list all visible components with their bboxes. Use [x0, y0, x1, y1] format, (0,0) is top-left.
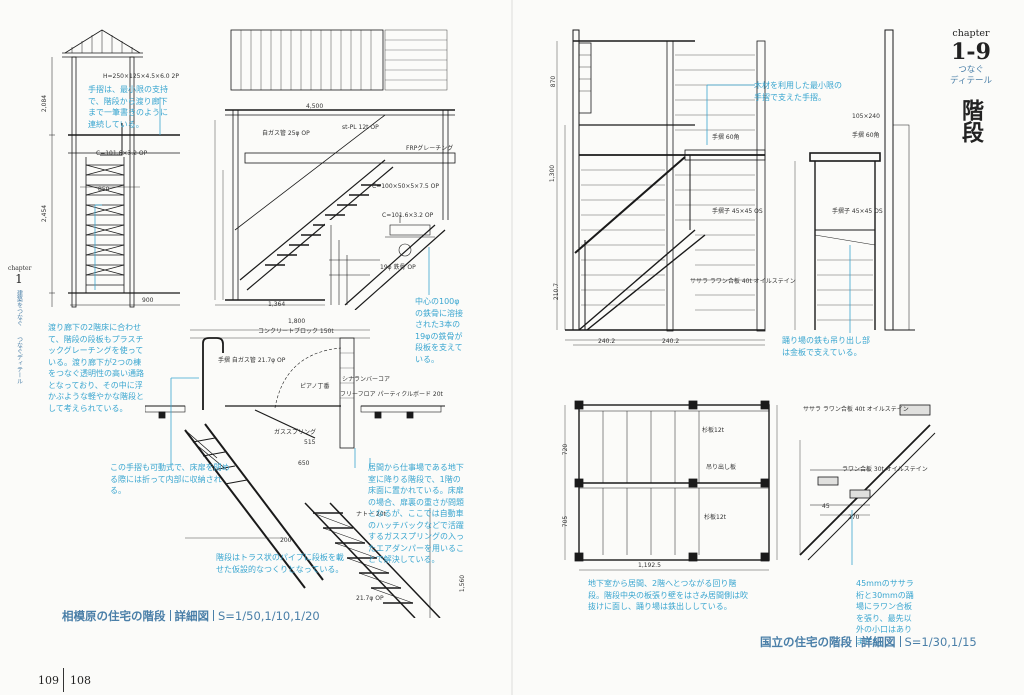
- dim-label: 杉板12t: [704, 514, 726, 521]
- chapter-heading: chapter 1-9 つなぐ ディテール 階段: [944, 28, 998, 143]
- left-caption-title: 相模原の住宅の階段: [62, 609, 166, 623]
- kunitachi-stair-elevation: [556, 29, 915, 346]
- tread-detail: [799, 404, 936, 565]
- dim-label: st-PL 12t OP: [342, 124, 379, 131]
- annotation-wood-rail: 木材を利用した最小限の手摺で支えた手摺。: [754, 81, 842, 102]
- chapter-subtitle-2: ディテール: [950, 76, 992, 86]
- dim-label: 杉板12t: [702, 427, 724, 434]
- dim-label: 19φ 鉄骨 OP: [380, 264, 416, 271]
- annotation-handrail: 手摺は、最小限の支持で、階段から渡り廊下まで一筆書きのように連続している。: [88, 85, 168, 129]
- sagamihara-stair-section: [49, 29, 180, 308]
- dim-label: 1,192.5: [638, 562, 661, 569]
- dim-label: 45: [822, 503, 830, 510]
- side-tab-line1: 建築をつなぐ: [15, 290, 23, 326]
- left-caption-scale: S=1/50,1/10,1/20: [218, 609, 320, 623]
- dim-label: 270: [848, 514, 860, 521]
- page-number-left: 108: [70, 674, 91, 687]
- dim-label: 720: [562, 443, 570, 456]
- dim-label: ササラ ラワン合板 40t オイルステイン: [690, 278, 796, 285]
- dim-label: 4,500: [306, 103, 324, 110]
- dim-label: ナトー 20t: [356, 511, 386, 518]
- hatch-stair-section: [145, 329, 445, 618]
- annotation-hanging: 踊り場の鉄も吊り出し部は金板で支えている。: [782, 336, 870, 357]
- annotation-riser: 45mmのササラ桁と30mmの踊場にラワン合板を張り、最先以外の小口はありません…: [856, 579, 914, 646]
- dim-label: ラワン合板 30t オイルステイン: [842, 466, 928, 473]
- dim-label: 850: [98, 186, 110, 193]
- annotation-truss: 階段はトラス状のパイプに段板を載せた仮設的なつくりとなっている。: [216, 553, 344, 574]
- right-caption-scale: S=1/30,1/15: [904, 635, 977, 649]
- chapter-title: 階段: [958, 99, 984, 143]
- right-caption-title: 国立の住宅の階段: [760, 635, 852, 649]
- dim-label: C=101.6×3.2 OP: [96, 150, 148, 157]
- right-caption-sub: 詳細図: [861, 635, 896, 649]
- dim-label: 650: [298, 460, 310, 467]
- kunitachi-stair-plan: [564, 400, 778, 571]
- annotation-basement: 地下室から居間、2階へとつながる回り階段。階段中央の板張り壁をはさみ居間側は吹抜…: [588, 579, 748, 611]
- side-tab-label: chapter: [8, 265, 32, 272]
- dim-label: 705: [562, 515, 570, 528]
- dim-label: 1,300: [549, 164, 557, 183]
- page-number-right: 109: [38, 674, 59, 687]
- dim-label: 手摺子 45×45 OS: [712, 208, 763, 215]
- dim-label: 870: [550, 75, 558, 88]
- right-caption: 国立の住宅の階段詳細図 S=1/30,1/15: [760, 634, 977, 650]
- dim-label: C=100×50×5×7.5 OP: [372, 183, 439, 190]
- dim-label: 自ガス管 25φ OP: [262, 130, 310, 137]
- page-gutter: [511, 0, 513, 695]
- dim-label: 515: [304, 439, 316, 446]
- chapter-subtitle-1: つなぐ: [958, 65, 984, 75]
- dim-label: 1,364: [268, 301, 286, 308]
- page-number-divider: [63, 668, 64, 692]
- chapter-number: 1-9: [951, 39, 991, 65]
- dim-label: C=101.6×3.2 OP: [382, 212, 434, 219]
- side-tab-line2: つなぐディテール: [15, 336, 23, 384]
- dim-label: 210.7: [553, 282, 561, 301]
- dim-label: 900: [142, 297, 154, 304]
- dim-label: 手摺 60角: [852, 132, 880, 139]
- annotation-center-pipe: 中心の100φの鉄骨に溶接された3本の19φの鉄骨が段板を支えている。: [415, 297, 463, 364]
- dim-label: 手摺 自ガス管 21.7φ OP: [218, 357, 286, 364]
- left-caption: 相模原の住宅の階段詳細図 S=1/50,1/10,1/20: [62, 608, 320, 624]
- dim-label: 240.2: [662, 338, 680, 345]
- annotation-movable-rail: この手摺も可動式で、床扉を閉める際には折って内部に収納される。: [110, 463, 230, 495]
- dim-label: 1,560: [459, 574, 467, 593]
- dim-label: 200: [280, 537, 292, 544]
- dim-label: 手摺 60角: [712, 134, 740, 141]
- dim-label: 2,454: [41, 204, 49, 223]
- dim-label: 1,800: [288, 318, 306, 325]
- dim-label: FRPグレーチング: [406, 145, 454, 152]
- chapter-label: chapter: [952, 28, 990, 39]
- dim-label: 手摺子 45×45 OS: [832, 208, 883, 215]
- dim-label: 吊り出し板: [706, 464, 737, 471]
- dim-label: 21.7φ OP: [356, 595, 384, 602]
- dim-label: ガススプリング: [274, 429, 317, 436]
- dim-label: 2,084: [41, 94, 49, 113]
- sagamihara-walkway-section: [214, 29, 475, 310]
- side-tab-number: 1: [15, 272, 23, 286]
- dim-label: 105×240: [852, 113, 880, 120]
- dim-label: ピアノ丁番: [300, 383, 330, 390]
- left-caption-sub: 詳細図: [174, 609, 210, 623]
- annotation-hatch: 居間から仕事場である地下室に降りる階段で、1階の床面に置かれている。床扉の場合、…: [368, 463, 464, 564]
- dim-label: H=250×125×4.5×6.0 2P: [103, 73, 179, 80]
- dim-label: 240.2: [598, 338, 616, 345]
- dim-label: ササラ ラワン合板 40t オイルステイン: [803, 406, 909, 413]
- dim-label: フリーフロア パーティクルボード 20t: [340, 391, 443, 398]
- dim-label: シナランバーコア: [342, 376, 391, 383]
- dim-label: コンクリートブロック 150t: [258, 328, 334, 335]
- annotation-grating: 渡り廊下の2階床に合わせて、階段の段板もプラスチックグレーチングを使っている。渡…: [48, 323, 144, 413]
- chapter-side-tab: chapter 1 建築をつなぐ つなぐディテール: [8, 265, 32, 388]
